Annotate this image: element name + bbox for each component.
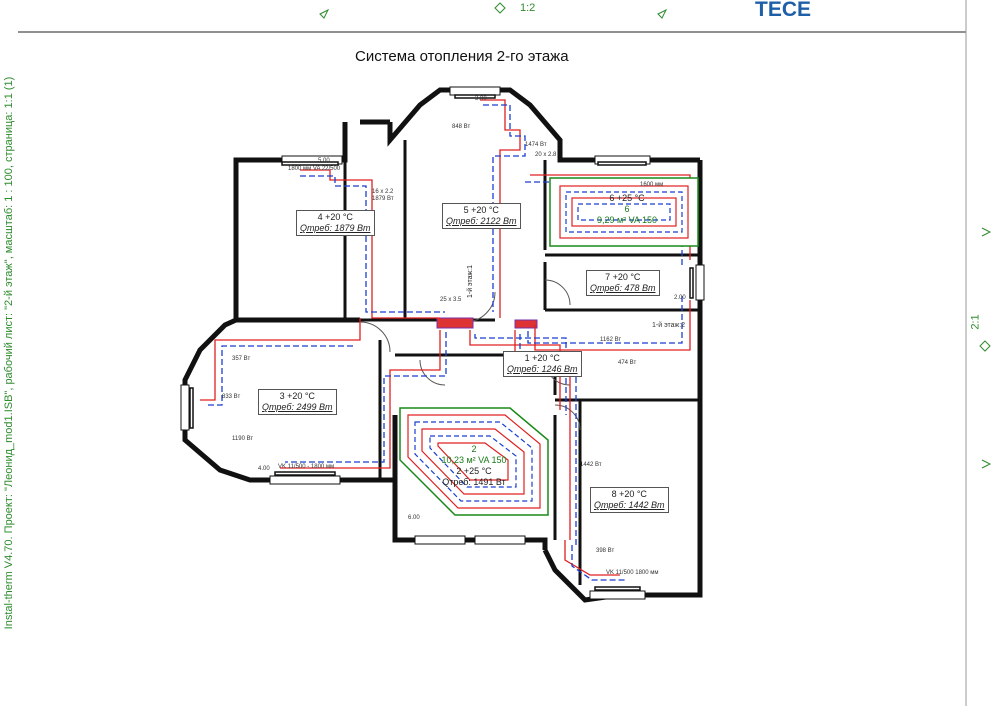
pipe-label: 398 Вт: [596, 548, 615, 554]
pipe-label: 1879 Вт: [372, 196, 394, 202]
room-heat-demand: Qтреб: 2499 Вт: [262, 402, 333, 412]
dimension-label: 5.00: [318, 158, 330, 164]
tece-logo: TECE: [755, 0, 812, 21]
zone-number: 2: [471, 444, 477, 454]
top-scale-label: 1:2: [520, 2, 536, 14]
room-temp: 3 +20 °C: [279, 391, 315, 401]
pipe-label: VK 11/500 1800 мм: [606, 570, 659, 576]
pipe-label: 1800 мм VA 22/500: [288, 166, 341, 172]
room-label-4: 4 +20 °C Qтреб: 1879 Вт: [296, 210, 375, 236]
right-scale-label: 2:1: [969, 314, 982, 330]
dimension-label: 4.00: [258, 466, 270, 472]
zone-area: 9,29 м² VA 150: [596, 215, 658, 225]
dimension-label: 6.00: [408, 515, 420, 521]
room-temp: 7 +20 °C: [605, 272, 641, 282]
riser-label-2: 1-й этаж:2: [652, 322, 686, 329]
pipe-label: 1474 Вт: [525, 142, 547, 148]
room-temp: 1 +20 °C: [524, 353, 560, 363]
floor-zone-2: 2 10,23 м² VA 150 2 +25 °C Qтреб: 1491 В…: [434, 444, 514, 488]
pipe-label: 1442 Вт: [580, 462, 602, 468]
room-label-7: 7 +20 °C Qтреб: 478 Вт: [586, 270, 660, 296]
pipe-label: 25 x 3.5: [440, 297, 462, 303]
riser-label-1: 1-й этаж:1: [467, 264, 475, 299]
room-heat-demand: Qтреб: 1879 Вт: [300, 223, 371, 233]
drawing-title: Система отопления 2-го этажа: [355, 48, 569, 65]
zone-number: 6: [624, 204, 630, 214]
project-info-text: Instal-therm V4.70. Проект: "Леонид_mod1…: [3, 76, 15, 630]
zone-area: 10,23 м² VA 150: [441, 455, 507, 465]
pipe-label: 1190 Вт: [232, 436, 254, 442]
room-label-3: 3 +20 °C Qтреб: 2499 Вт: [258, 389, 337, 415]
room-heat-demand: Qтреб: 1246 Вт: [507, 364, 578, 374]
room-label-5: 5 +20 °C Qтреб: 2122 Вт: [442, 203, 521, 229]
room-temp: 5 +20 °C: [463, 205, 499, 215]
pipe-label: 848 Вт: [452, 124, 471, 130]
zone-temp: 6 +25 °C: [609, 193, 645, 203]
pipe-label: 1162 Вт: [600, 337, 622, 343]
pipe-label: 1600 мм: [640, 182, 664, 188]
dimension-label: 2.00: [674, 295, 686, 301]
pipe-label: 16 x 2.2: [372, 189, 394, 195]
room-heat-demand: Qтреб: 2122 Вт: [446, 216, 517, 226]
room-temp: 8 +20 °C: [611, 489, 647, 499]
room-heat-demand: Qтреб: 478 Вт: [590, 283, 656, 293]
pipe-label: 833 Вт: [222, 394, 241, 400]
pipe-label: 20 x 2.8: [535, 152, 557, 158]
zone-heat-demand: Qтреб: 1491 Вт: [442, 477, 506, 487]
room-label-1: 1 +20 °C Qтреб: 1246 Вт: [503, 351, 582, 377]
room-temp: 4 +20 °C: [317, 212, 353, 222]
pipe-label: VK 11/500 - 1800 мм: [278, 464, 335, 470]
zone-temp: 2 +25 °C: [456, 466, 492, 476]
pipe-label: 474 Вт: [618, 360, 637, 366]
floor-zone-6: 6 +25 °C 6 9,29 м² VA 150: [592, 193, 662, 226]
pipe-label: 357 Вт: [232, 356, 251, 362]
dimension-label: 3.00: [475, 96, 487, 102]
room-heat-demand: Qтреб: 1442 Вт: [594, 500, 665, 510]
room-label-8: 8 +20 °C Qтреб: 1442 Вт: [590, 487, 669, 513]
